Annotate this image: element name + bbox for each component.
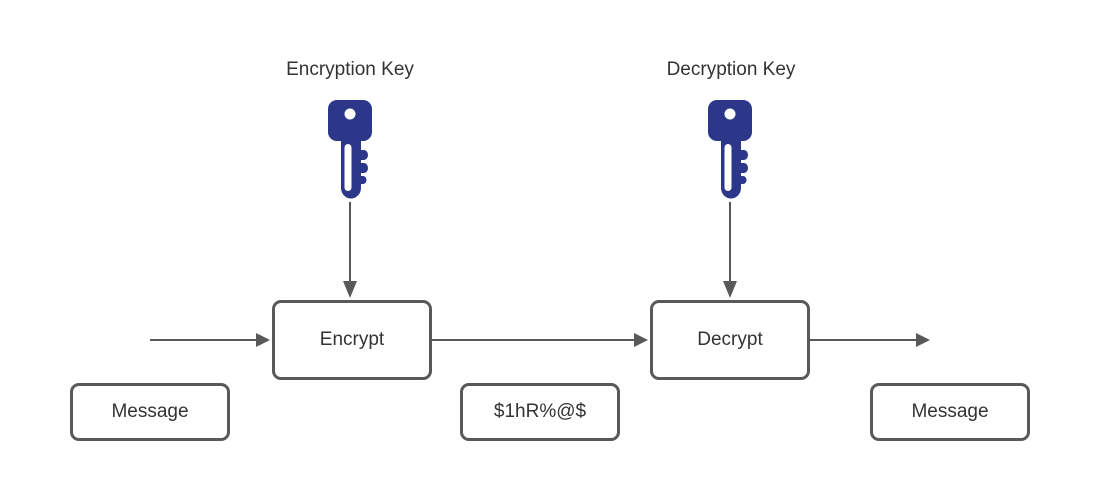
arrowhead-encryption-key-down bbox=[343, 281, 357, 298]
message-input-node: Message bbox=[70, 383, 230, 441]
arrowhead-into-encrypt bbox=[256, 333, 270, 347]
ciphertext-node: $1hR%@$ bbox=[460, 383, 620, 441]
message-output-label: Message bbox=[911, 401, 989, 422]
message-output-node: Message bbox=[870, 383, 1030, 441]
ciphertext-label: $1hR%@$ bbox=[493, 401, 587, 422]
encrypt-node: Encrypt bbox=[272, 300, 432, 380]
arrowhead-decryption-key-down bbox=[723, 281, 737, 298]
arrowhead-output bbox=[916, 333, 930, 347]
encrypt-node-label: Encrypt bbox=[319, 329, 385, 350]
arrowhead-into-decrypt bbox=[634, 333, 648, 347]
decrypt-node: Decrypt bbox=[650, 300, 810, 380]
decryption-key-icon bbox=[708, 100, 752, 204]
message-input-label: Message bbox=[111, 401, 189, 422]
encryption-key-label: Encryption Key bbox=[286, 59, 414, 80]
encryption-key-icon bbox=[328, 100, 372, 204]
decrypt-node-label: Decrypt bbox=[697, 329, 763, 350]
decryption-key-label: Decryption Key bbox=[666, 59, 796, 80]
